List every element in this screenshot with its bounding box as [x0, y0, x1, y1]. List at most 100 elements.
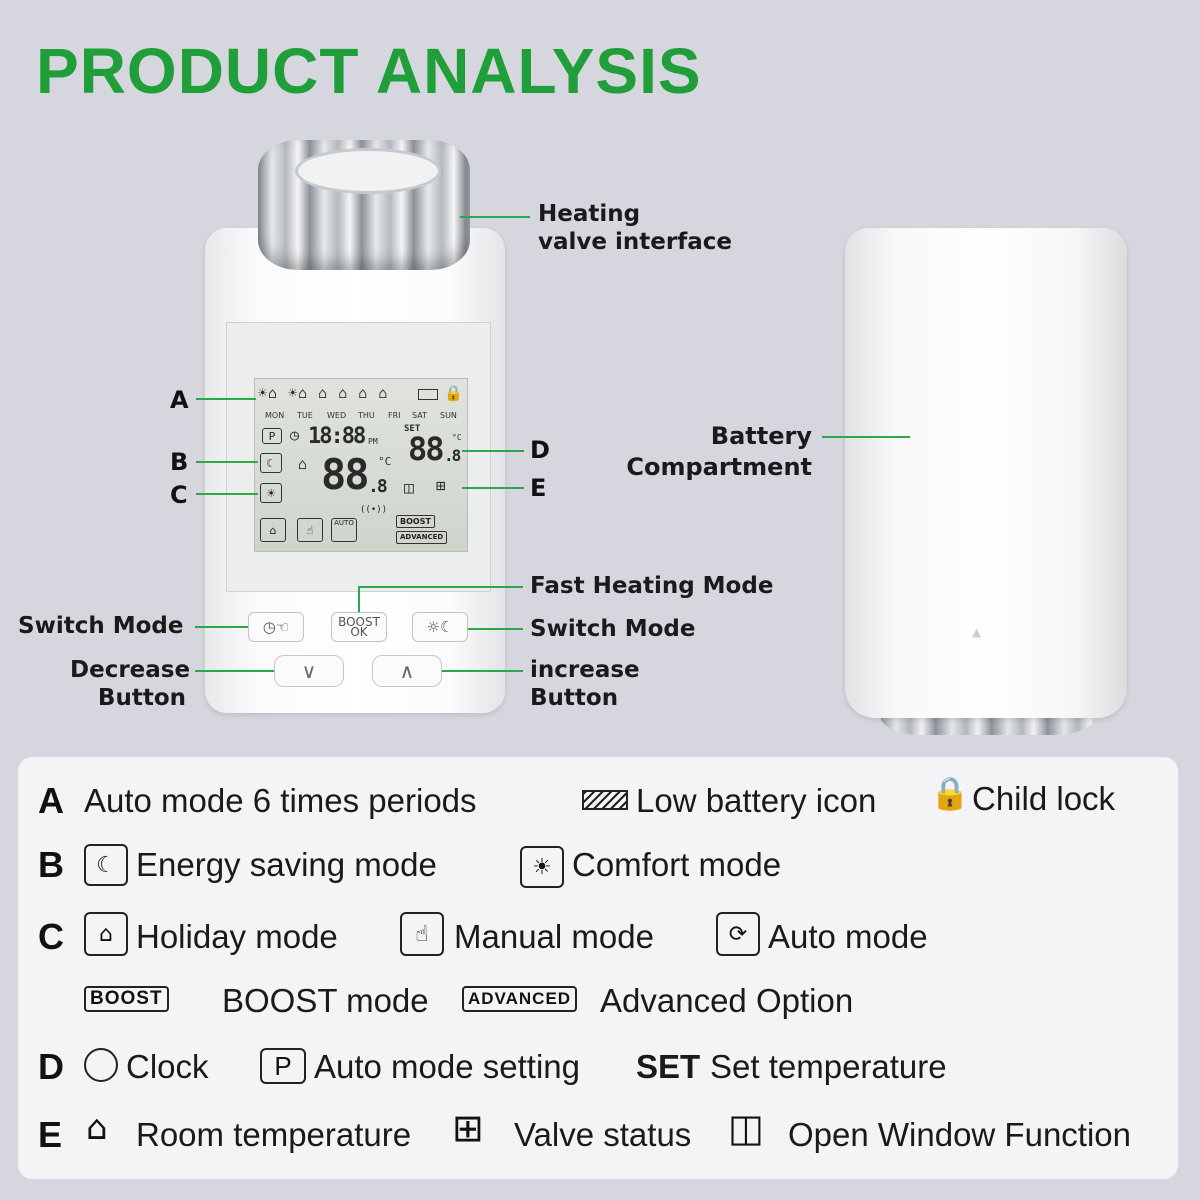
low-battery-icon	[582, 790, 628, 810]
lcd-day: WED	[327, 411, 347, 420]
lcd-set-decimal: .8	[444, 446, 461, 465]
legend-clock: Clock	[126, 1048, 209, 1085]
lcd-set-unit: °C	[452, 433, 462, 442]
holiday-icon: ⌂	[84, 912, 128, 956]
lcd-signal-icon: ((•))	[360, 505, 388, 515]
lcd-time: 18:88	[308, 424, 366, 449]
callout-line	[195, 626, 248, 628]
callout-line	[460, 216, 530, 218]
callout-line	[196, 493, 258, 495]
callout-increase: increase Button	[530, 657, 640, 711]
legend-set-temp: Set temperature	[710, 1048, 947, 1085]
lcd-valve-icon: ⊞	[436, 476, 446, 495]
callout-letter-a: A	[170, 386, 189, 414]
lcd-display	[254, 378, 468, 552]
callout-heating-valve: Heating valve interface	[538, 201, 732, 255]
legend-open-window: Open Window Function	[788, 1116, 1132, 1153]
lcd-clock-icon: ◷	[290, 426, 300, 444]
lcd-moon-icon: ☾	[260, 453, 282, 473]
lcd-lock-icon: 🔒	[444, 384, 463, 402]
legend-auto-setting: Auto mode setting	[314, 1048, 580, 1085]
period-icons: ☀⌂ ☀⌂ ⌂ ⌂ ⌂ ⌂	[258, 384, 389, 402]
lcd-manual-icon: ☝	[297, 518, 323, 542]
lock-icon: 🔒	[930, 774, 970, 812]
legend-energy-saving: Energy saving mode	[136, 846, 437, 883]
boost-ok-button[interactable]: BOOST OK	[331, 612, 387, 642]
valve-knob-top	[295, 148, 441, 194]
moon-icon: ☾	[84, 844, 128, 886]
callout-letter-c: C	[170, 481, 188, 509]
lcd-day: MON	[265, 411, 285, 420]
lcd-room-unit: °C	[378, 455, 392, 468]
callout-line	[468, 628, 523, 630]
callout-line	[196, 461, 258, 463]
lcd-day: FRI	[388, 411, 401, 420]
increase-button[interactable]: ∧	[372, 655, 442, 687]
battery-arrow-icon: ▲	[972, 625, 982, 639]
legend-letter-b: B	[38, 844, 64, 885]
lcd-house-icon: ⌂	[298, 455, 308, 473]
clock-icon	[84, 1048, 118, 1082]
lcd-window-icon: ◫	[404, 478, 414, 497]
callout-letter-d: D	[530, 436, 550, 464]
callout-line	[442, 670, 523, 672]
valve-icon: ⊞	[452, 1106, 484, 1150]
legend-letter-c: C	[38, 916, 64, 957]
lcd-boost-tag: BOOST	[396, 515, 435, 528]
callout-battery: Battery Compartment	[626, 422, 812, 481]
legend-auto-periods: Auto mode 6 times periods	[84, 782, 477, 819]
lcd-day: TUE	[297, 411, 313, 420]
hand-icon: ☝	[400, 912, 444, 956]
callout-line	[196, 398, 256, 400]
lcd-room-decimal: .8	[368, 476, 388, 497]
legend-auto: Auto mode	[768, 918, 928, 955]
callout-decrease: Decrease Button	[70, 657, 191, 711]
switch-mode-right-button[interactable]: ☼☾	[412, 612, 468, 642]
legend-room-temp: Room temperature	[136, 1116, 412, 1153]
lcd-day: SAT	[412, 411, 427, 420]
legend-advanced: Advanced Option	[600, 982, 854, 1019]
auto-cycle-icon: ⟳	[716, 912, 760, 956]
callout-line	[358, 586, 523, 588]
boost-ok-label: OK	[350, 625, 368, 639]
callout-letter-e: E	[530, 474, 547, 502]
boost-tag: BOOST	[84, 986, 169, 1012]
legend-comfort: Comfort mode	[572, 846, 782, 883]
callout-switch-mode-right: Switch Mode	[530, 616, 696, 642]
legend-holiday: Holiday mode	[136, 918, 338, 955]
lcd-set-label: SET	[404, 424, 421, 434]
lcd-pm: PM	[368, 437, 378, 446]
legend-letter-a: A	[38, 780, 64, 821]
lcd-sun-icon: ☀	[260, 483, 282, 503]
callout-switch-mode-left: Switch Mode	[18, 613, 184, 639]
callout-line	[195, 670, 274, 672]
lcd-battery-icon	[418, 389, 438, 400]
lcd-day: SUN	[440, 411, 457, 420]
lcd-day: THU	[358, 411, 375, 420]
lcd-advanced-tag: ADVANCED	[396, 531, 448, 544]
switch-mode-left-button[interactable]: ◷☜	[248, 612, 304, 642]
lcd-auto-icon: AUTO	[331, 518, 357, 542]
legend-letter-e: E	[38, 1114, 63, 1155]
legend-valve: Valve status	[514, 1116, 692, 1153]
lcd-p-icon: P	[262, 428, 282, 444]
lcd-holiday-icon: ⌂	[260, 518, 286, 542]
callout-line	[462, 450, 524, 452]
legend-low-battery: Low battery icon	[636, 782, 877, 819]
house-icon: ⌂	[86, 1108, 108, 1148]
lcd-room-temp: 88	[321, 450, 370, 499]
legend-boost: BOOST mode	[222, 982, 429, 1019]
decrease-button[interactable]: ∨	[274, 655, 344, 687]
callout-fast-heating: Fast Heating Mode	[530, 573, 774, 599]
boost-ok-label: BOOST	[338, 615, 380, 629]
sun-icon: ☀	[520, 846, 564, 888]
callout-line	[358, 586, 360, 612]
legend-manual: Manual mode	[454, 918, 654, 955]
p-icon: P	[260, 1048, 306, 1084]
advanced-tag: ADVANCED	[462, 986, 578, 1012]
legend-letter-d: D	[38, 1046, 64, 1087]
callout-letter-b: B	[170, 448, 189, 476]
battery-compartment-body	[845, 228, 1127, 718]
set-tag: SET	[636, 1048, 701, 1085]
lcd-set-temp: 88	[408, 430, 445, 468]
